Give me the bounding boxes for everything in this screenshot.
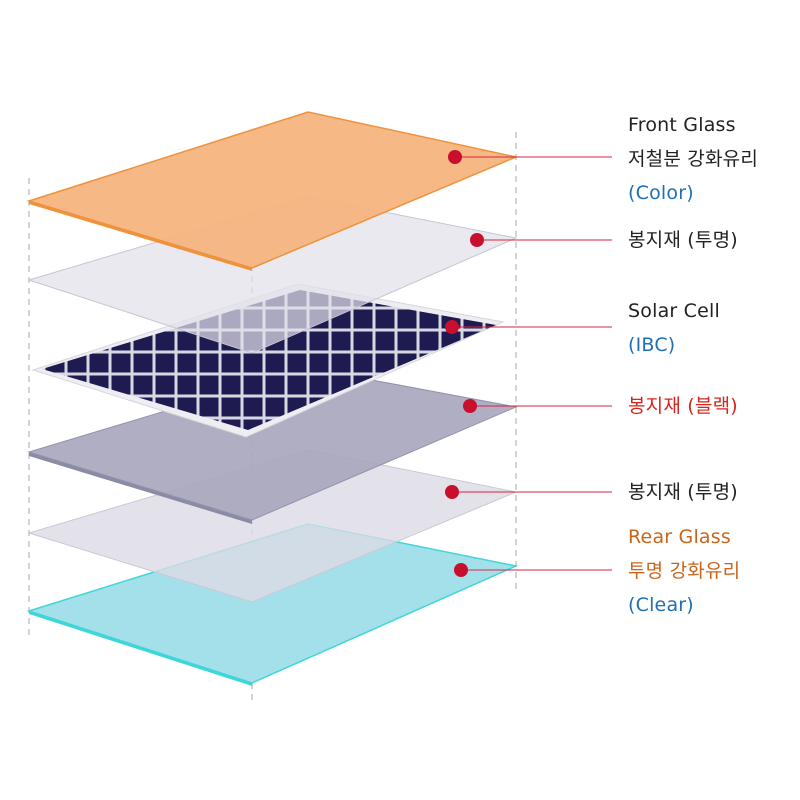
solar-cell-title: Solar Cell xyxy=(628,300,720,322)
leader-dot-solar-cell xyxy=(445,320,459,334)
label-rear-glass: Rear Glass 투명 강화유리 (Clear) xyxy=(628,520,740,622)
leaders xyxy=(445,150,612,577)
leader-dot-encapsulant-black xyxy=(463,399,477,413)
label-front-glass: Front Glass 저철분 강화유리 (Color) xyxy=(628,108,758,210)
front-glass-title: Front Glass xyxy=(628,114,736,136)
label-encapsulant-top: 봉지재 (투명) xyxy=(628,223,738,257)
front-glass-variant: (Color) xyxy=(628,182,694,204)
rear-glass-material: 투명 강화유리 xyxy=(628,560,741,582)
label-encapsulant-black: 봉지재 (블랙) xyxy=(628,389,738,423)
encapsulant-top-title: 봉지재 (투명) xyxy=(628,229,738,251)
leader-dot-rear-glass xyxy=(454,563,468,577)
leader-dot-encapsulant-bottom xyxy=(445,485,459,499)
leader-dot-encapsulant-top xyxy=(470,233,484,247)
rear-glass-variant: (Clear) xyxy=(628,594,694,616)
front-glass-material: 저철분 강화유리 xyxy=(628,148,758,170)
label-solar-cell: Solar Cell (IBC) xyxy=(628,294,720,362)
encapsulant-black-side xyxy=(29,452,252,524)
solar-cell-variant: (IBC) xyxy=(628,334,676,356)
encapsulant-bottom-title: 봉지재 (투명) xyxy=(628,481,738,503)
solar-cell-grid xyxy=(42,290,496,430)
leader-dot-front-glass xyxy=(448,150,462,164)
encapsulant-black-title: 봉지재 (블랙) xyxy=(628,395,738,417)
rear-glass-title: Rear Glass xyxy=(628,526,731,548)
label-encapsulant-bottom: 봉지재 (투명) xyxy=(628,475,738,509)
